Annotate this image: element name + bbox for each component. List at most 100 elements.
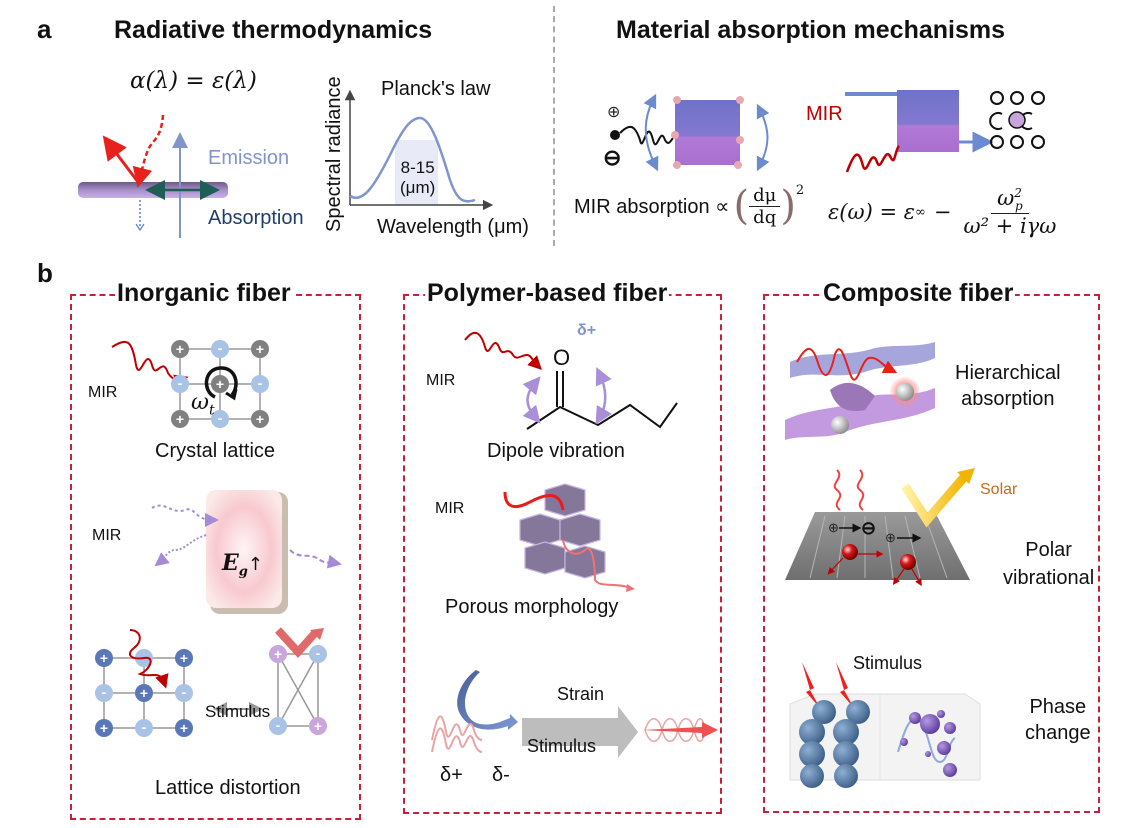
crystal-lattice-illustration: + - + - + - + - + xyxy=(111,340,269,428)
piezo-stimulus-illustration xyxy=(431,670,718,758)
lattice-distortion-label: Lattice distortion xyxy=(155,777,301,799)
svg-text:-: - xyxy=(182,684,187,700)
polar-vibrational-label: Polar vibrational xyxy=(1003,539,1095,589)
planck-curve-chart xyxy=(344,89,494,211)
incoming-ray xyxy=(132,114,165,188)
composite-fiber-title: Composite fiber xyxy=(821,279,1016,308)
panel-a-divider xyxy=(553,6,555,246)
mir-window-unit: (μm) xyxy=(400,178,436,197)
dipole-vibration-label: Dipole vibration xyxy=(487,440,625,462)
mir-wave xyxy=(845,145,901,173)
dipole-equation: MIR absorption ∝ ( dμ dq ) 2 xyxy=(574,183,805,229)
ketone-molecule-illustration: O xyxy=(464,331,678,430)
radiative-thermodynamics-title: Radiative thermodynamics xyxy=(114,16,433,44)
drude-fraction: ω2p ω² + iγω xyxy=(963,186,1057,239)
material-absorption-title: Material absorption mechanisms xyxy=(616,16,1006,44)
fabric-texture xyxy=(809,515,948,579)
planck-xlabel: Wavelength (μm) xyxy=(377,216,529,238)
svg-text:+: + xyxy=(176,411,184,427)
reflected-ray xyxy=(102,135,140,183)
electron-lattice xyxy=(989,91,1045,149)
oxygen-atom: O xyxy=(553,345,570,370)
lightning-bolts xyxy=(802,662,854,708)
fiber-emission-diagram xyxy=(78,114,228,238)
svg-text:-: - xyxy=(218,410,223,426)
mir-label-a: MIR xyxy=(806,103,843,125)
right-vibration-arrow xyxy=(756,103,770,172)
svg-text:+: + xyxy=(100,720,108,736)
svg-text:⊕: ⊕ xyxy=(828,520,839,535)
svg-text:-: - xyxy=(102,684,107,700)
svg-text:-: - xyxy=(218,340,223,356)
inorganic-mir-label-2: MIR xyxy=(92,527,122,544)
svg-text:⊕: ⊕ xyxy=(885,530,896,545)
particle xyxy=(831,416,849,434)
svg-text:-: - xyxy=(276,717,281,733)
strain-arrow xyxy=(457,670,518,730)
svg-text:-: - xyxy=(178,375,183,391)
porous-morphology-label: Porous morphology xyxy=(445,596,619,618)
svg-text:+: + xyxy=(140,685,148,701)
svg-text:+: + xyxy=(176,341,184,357)
solar-label: Solar xyxy=(980,481,1018,498)
crystal-lattice-label: Crystal lattice xyxy=(155,440,276,462)
porous-morphology-illustration xyxy=(503,483,635,592)
panel-b-letter: b xyxy=(37,258,53,288)
minus-charge: ⊖ xyxy=(603,145,621,170)
dipole-equation-prefix: MIR absorption ∝ xyxy=(574,195,730,218)
bandgap-block xyxy=(206,490,282,608)
emission-label: Emission xyxy=(208,147,290,169)
polar-particle-2 xyxy=(900,554,916,570)
mir-wave xyxy=(111,340,189,388)
polar-particle-1 xyxy=(842,544,858,560)
svg-text:+: + xyxy=(256,411,264,427)
panel-a-letter: a xyxy=(37,14,52,44)
inorganic-fiber-title: Inorganic fiber xyxy=(115,279,293,308)
excited-particle xyxy=(896,383,914,401)
delta-minus-label: δ- xyxy=(492,764,510,786)
absorbed-wave xyxy=(796,348,898,381)
thermal-waves xyxy=(833,469,865,511)
hierarchical-absorption-label: Hierarchical absorption xyxy=(955,362,1061,410)
svg-text:+: + xyxy=(256,341,264,357)
plasmonic-absorption-illustration xyxy=(845,90,1045,173)
polymer-mir-label-1: MIR xyxy=(426,372,456,389)
stimulus-arrow-shape xyxy=(522,706,638,758)
svg-text:⊖: ⊖ xyxy=(861,518,876,538)
charge-dot xyxy=(610,130,620,140)
mir-window-range: 8-15 xyxy=(400,158,435,177)
polymer-fiber-title: Polymer-based fiber xyxy=(425,279,670,308)
disordered-spheres xyxy=(900,710,957,777)
lattice-ions: + - + - + - + - + xyxy=(171,340,269,428)
hierarchical-absorption-illustration xyxy=(785,342,935,440)
svg-text:+: + xyxy=(100,650,108,666)
inorganic-mir-label-1: MIR xyxy=(88,384,118,401)
dipole-exponent: 2 xyxy=(795,183,805,198)
dipole-vibration-illustration: ⊕ ⊖ xyxy=(603,93,770,172)
plus-charge: ⊕ xyxy=(607,104,620,121)
polar-vibration-illustration: ⊕ ⊖ ⊕ xyxy=(785,468,975,587)
mir-window-band xyxy=(395,140,438,205)
svg-text:-: - xyxy=(142,719,147,735)
material-block xyxy=(675,100,740,165)
svg-text:+: + xyxy=(180,650,188,666)
kirchhoff-equation: α(λ) = ε(λ) xyxy=(130,68,257,94)
plasmon-center xyxy=(1008,111,1026,129)
left-vibration-arrow xyxy=(643,93,659,172)
lattice-distortion-illustration: + - + - + - + - + + - - + xyxy=(95,627,327,737)
ordered-spheres xyxy=(799,700,870,788)
solar-reflection xyxy=(901,473,969,528)
absorption-label: Absorption xyxy=(208,207,304,229)
svg-text:+: + xyxy=(216,376,224,392)
bandgap-label: Eg↑ xyxy=(222,550,263,580)
planck-ylabel: Spectral radiance xyxy=(323,76,345,232)
polymer-delta-plus-top: δ+ xyxy=(577,322,597,339)
hexagonal-pores xyxy=(519,483,606,579)
upper-fiber-layer xyxy=(790,342,935,378)
drude-equation: ε(ω) = ε∞ − ω2p ω² + iγω xyxy=(828,186,1060,238)
dipole-fraction: dμ dq xyxy=(749,185,781,228)
dipole-waves xyxy=(431,715,483,753)
svg-text:-: - xyxy=(316,645,321,661)
planck-curve xyxy=(349,116,476,203)
rotation-arrow xyxy=(204,366,238,399)
